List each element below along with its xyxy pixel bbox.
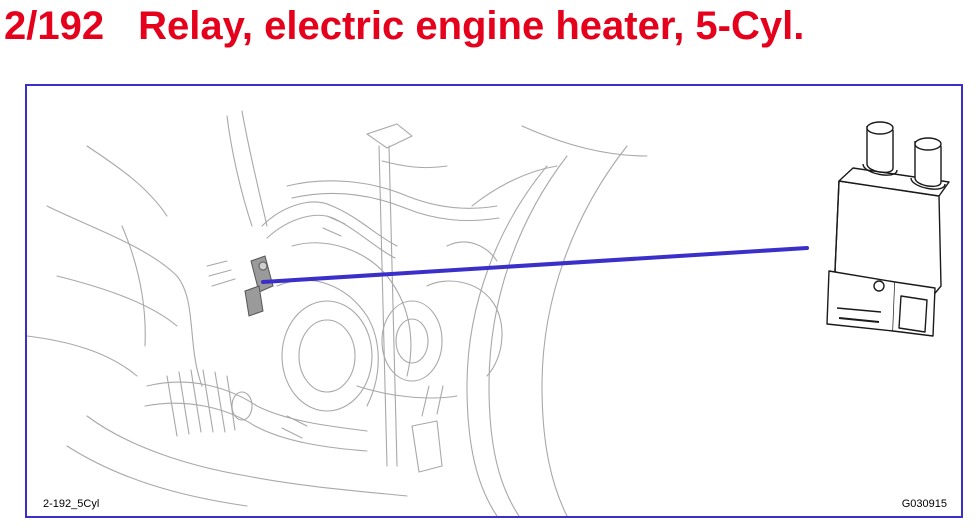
relay-location-highlight <box>244 255 274 317</box>
engine-line-art <box>27 110 648 516</box>
relay-detail-icon <box>826 121 950 337</box>
figure-reference-left: 2-192_5Cyl <box>43 498 100 510</box>
illustration-frame: 2-192_5Cyl G030915 <box>25 84 963 518</box>
figure-reference-right: G030915 <box>901 498 947 510</box>
figure-title: Relay, electric engine heater, 5-Cyl. <box>138 4 805 48</box>
leader-line <box>261 246 809 284</box>
page-title: 2/192 Relay, electric engine heater, 5-Cy… <box>4 2 804 50</box>
figure-code: 2/192 <box>4 4 105 48</box>
engine-bay-illustration <box>27 110 950 516</box>
